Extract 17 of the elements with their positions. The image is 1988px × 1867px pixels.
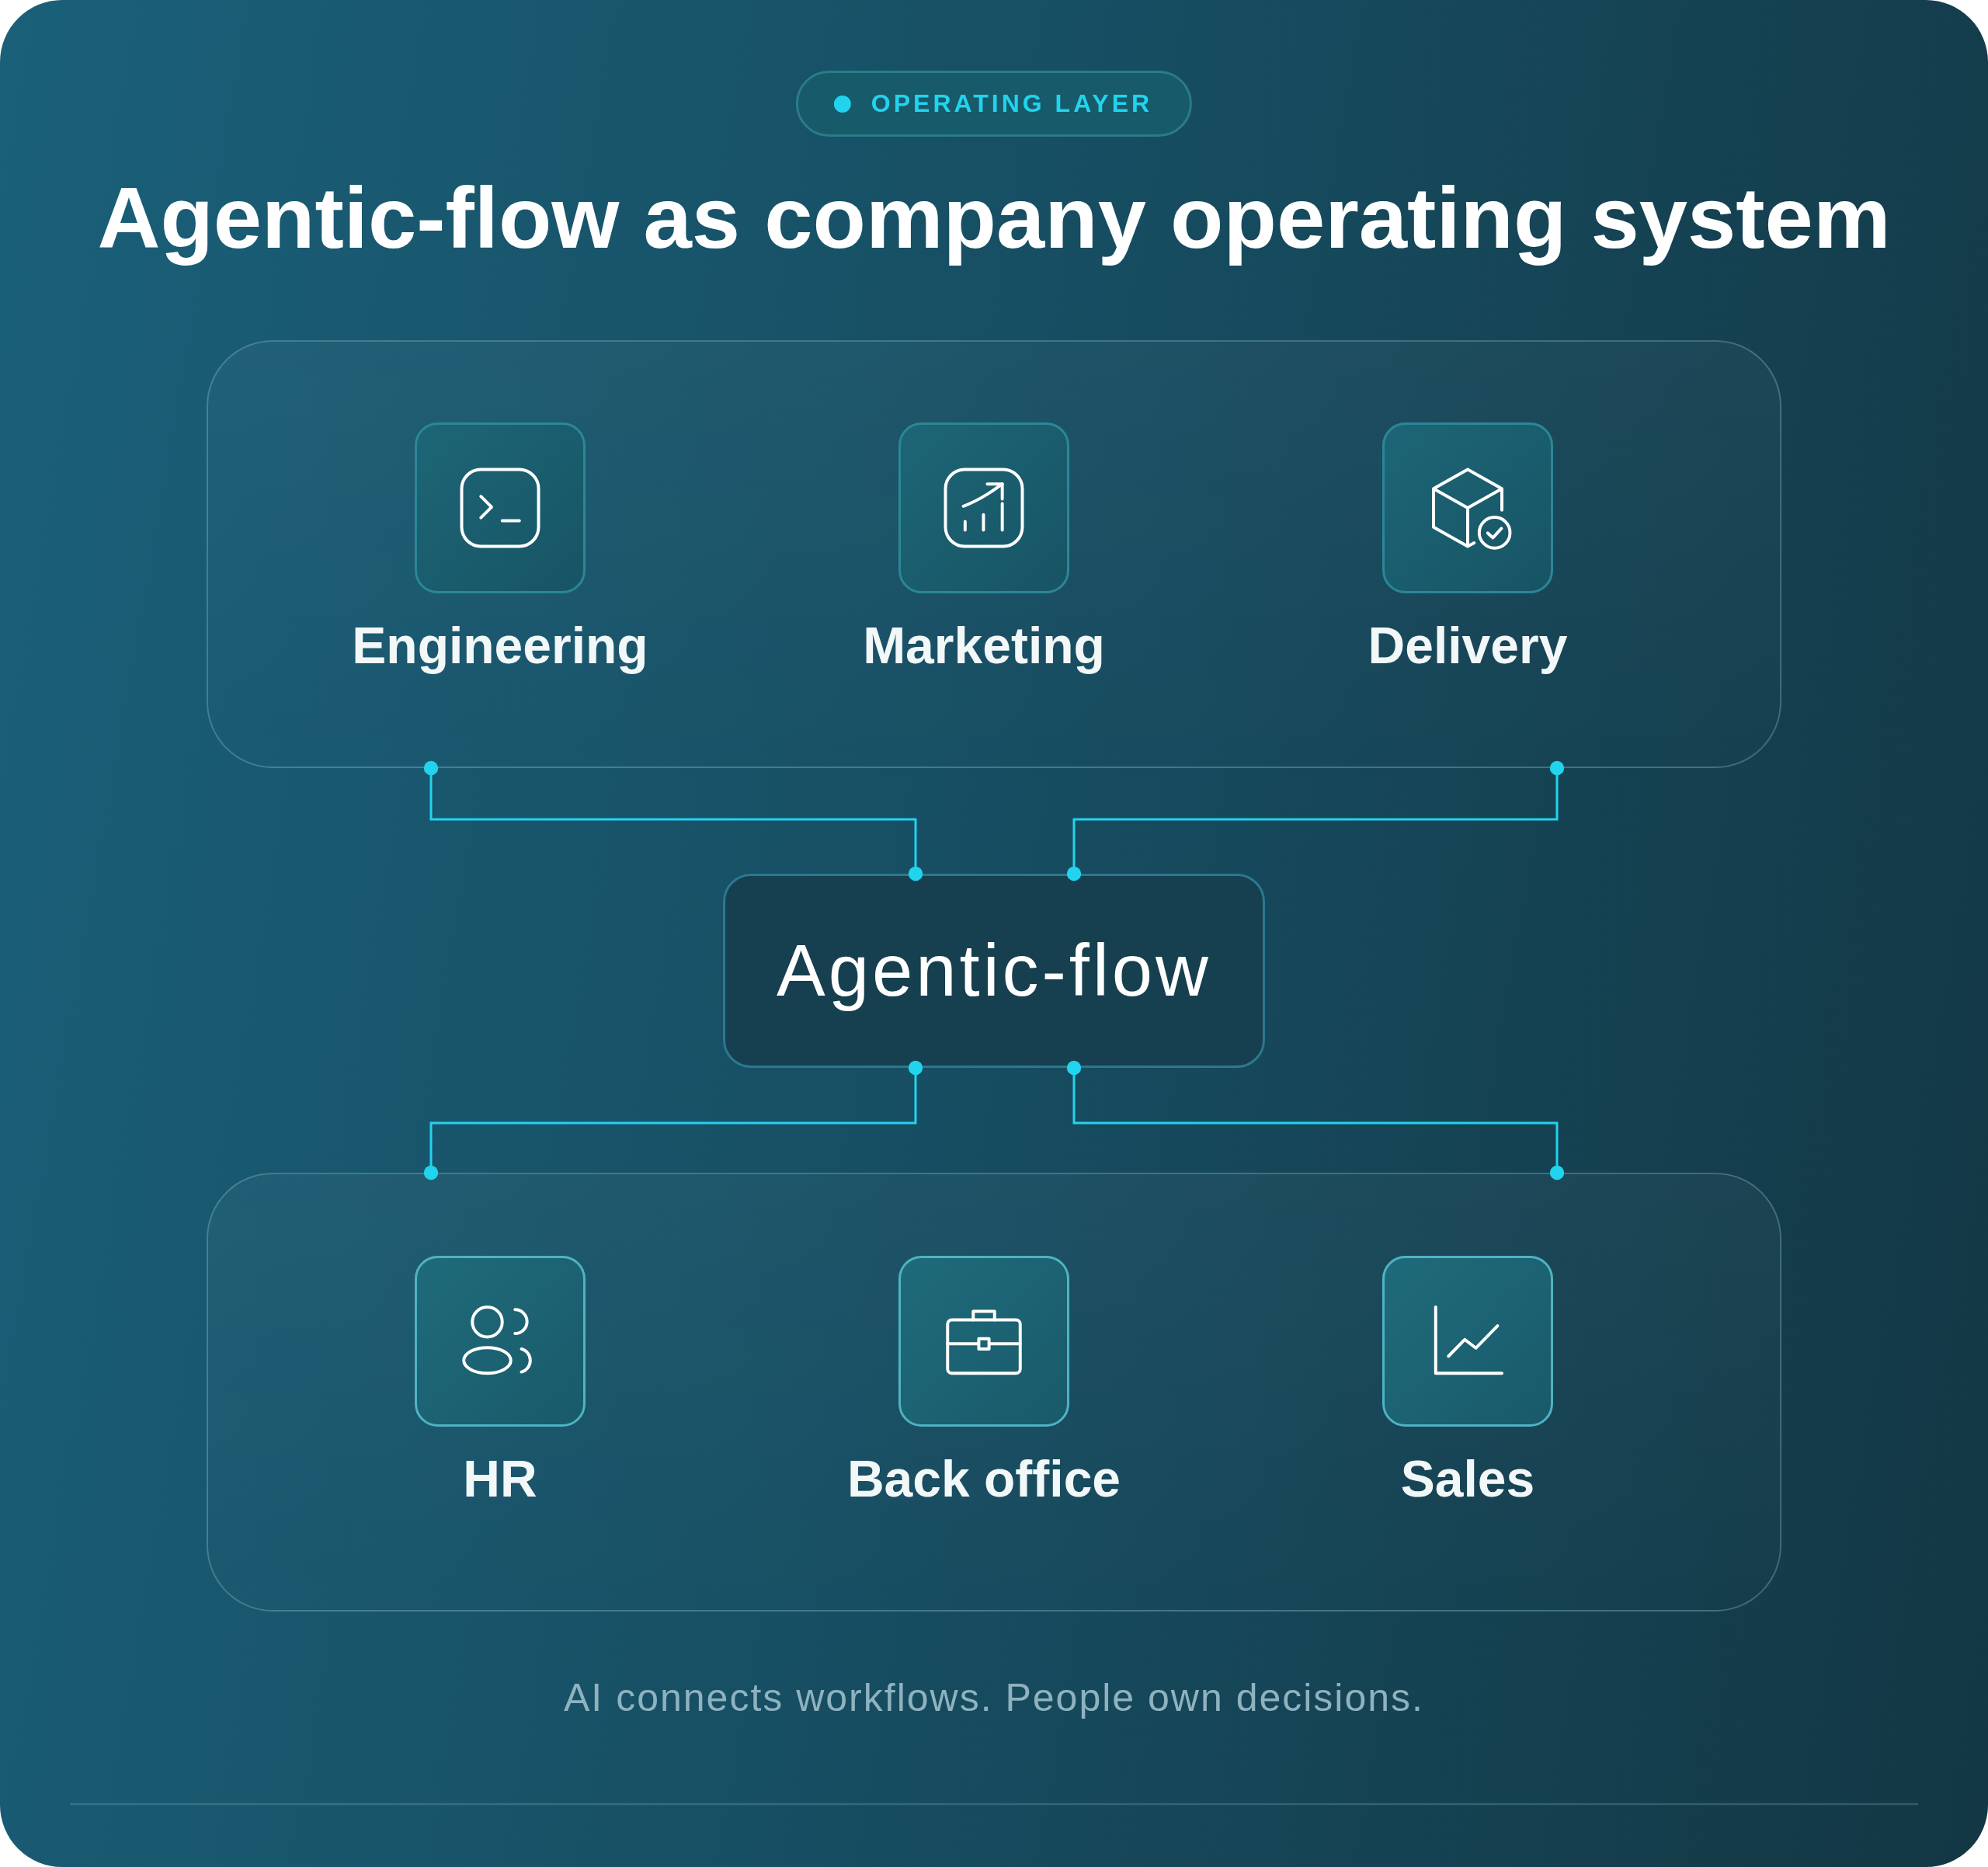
group-panel xyxy=(207,1173,1781,1611)
connector-line xyxy=(423,1060,923,1180)
node-label: Sales xyxy=(1400,1450,1535,1509)
node-label: Engineering xyxy=(352,617,648,676)
node-label: Back office xyxy=(846,1450,1121,1509)
connector-line xyxy=(1066,1060,1565,1180)
caption: AI connects workflows. People own decisions. xyxy=(564,1676,1424,1721)
tag-label: OPERATING LAYER xyxy=(871,89,1153,119)
node-label: Marketing xyxy=(863,617,1105,676)
connector-line xyxy=(1066,760,1565,881)
group-panel xyxy=(207,340,1781,768)
node-label: HR xyxy=(463,1450,537,1509)
node-label: Delivery xyxy=(1368,617,1568,676)
node-title: Agentic-flow xyxy=(777,929,1211,1013)
connector-line xyxy=(423,760,923,881)
title: Agentic-flow as company operating system xyxy=(97,170,1891,266)
hub-panel xyxy=(723,874,1265,1068)
